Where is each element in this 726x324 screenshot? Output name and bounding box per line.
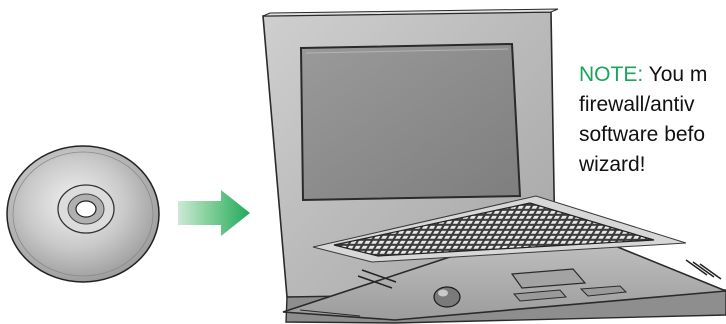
note-text: NOTE: You m firewall/antiv software befo… xyxy=(579,60,726,180)
note-line-1-text: You m xyxy=(649,63,708,86)
note-line-4: wizard! xyxy=(579,150,726,180)
note-line-2: firewall/antiv xyxy=(579,90,726,120)
note-label: NOTE: xyxy=(579,63,643,86)
note-line-3: software befo xyxy=(579,120,726,150)
note-line-1: NOTE: You m xyxy=(579,60,726,90)
cd-disc-icon xyxy=(7,146,159,282)
right-arrow-icon xyxy=(178,190,250,236)
